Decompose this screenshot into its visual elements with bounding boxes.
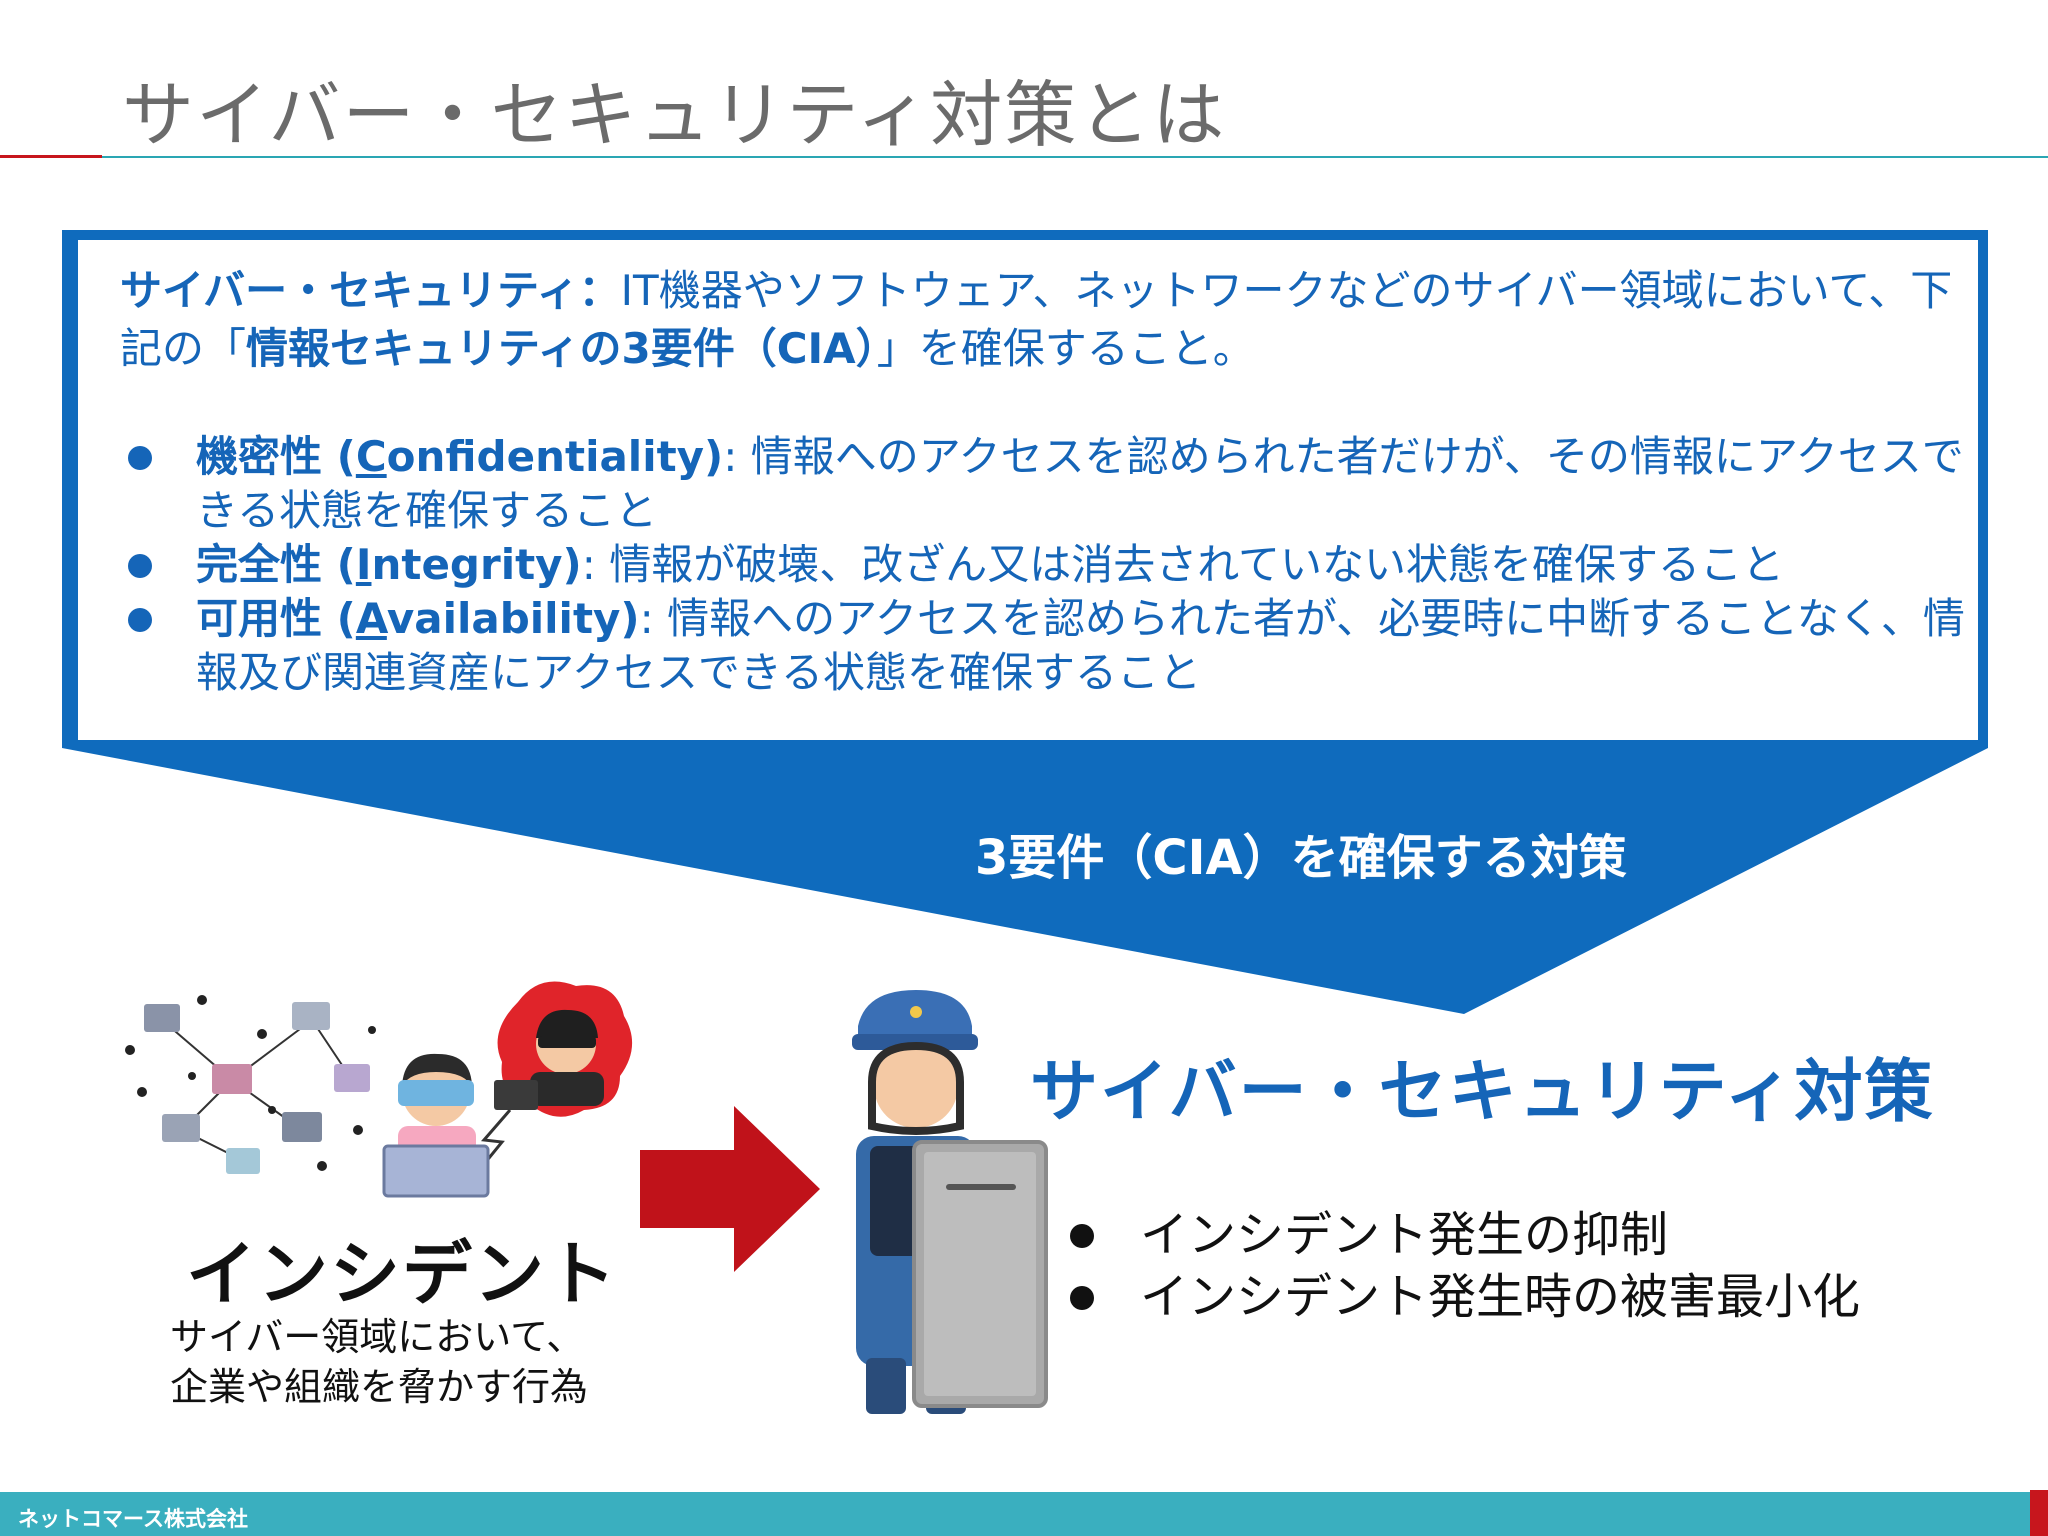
measures-list: インシデント発生の抑制 インシデント発生時の被害最小化 (1066, 1204, 1860, 1328)
cia-bullet-list: 機密性 (Confidentiality): 情報へのアクセスを認められた者だけ… (120, 430, 1970, 700)
measure-item: インシデント発生の抑制 (1066, 1204, 1860, 1266)
bullet-text: : 情報が破壊、改ざん又は消去されていない状態を確保すること (581, 540, 1785, 589)
definition-highlight: 情報セキュリティの3要件（CIA） (246, 324, 877, 373)
title-rule-accent (0, 155, 102, 158)
bullet-term: 完全性 (Integrity) (196, 540, 582, 589)
bullet-dot-icon (128, 446, 152, 470)
footer-bar (0, 1492, 2048, 1536)
security-guard-illustration (852, 990, 1048, 1414)
incident-description: サイバー領域において、 企業や組織を脅かす行為 (170, 1315, 589, 1409)
definition-box: サイバー・セキュリティ：IT機器やソフトウェア、ネットワークなどのサイバー領域に… (78, 240, 1978, 740)
definition-body-2: 」を確保すること。 (876, 324, 1255, 373)
incident-title: インシデント (186, 1233, 618, 1315)
measure-item: インシデント発生時の被害最小化 (1066, 1266, 1860, 1328)
bullet-dot-icon (128, 608, 152, 632)
network-virus-illustration (125, 995, 376, 1174)
bullet-text: : 情報へのアクセスを認められた者だけが、その情報にアクセスできる状態を確保する… (196, 432, 1964, 535)
bullet-dot-icon (128, 554, 152, 578)
measures-title: サイバー・セキュリティ対策 (1030, 1053, 1935, 1132)
bullet-text: : 情報へのアクセスを認められた者が、必要時に中断することなく、情報及び関連資産… (196, 594, 1965, 697)
bullet-term: 機密性 (Confidentiality) (196, 432, 724, 481)
bullet-term: 可用性 (Availability) (196, 594, 640, 643)
bullet-confidentiality: 機密性 (Confidentiality): 情報へのアクセスを認められた者だけ… (120, 430, 1970, 538)
bullet-availability: 可用性 (Availability): 情報へのアクセスを認められた者が、必要時… (120, 592, 1970, 700)
bullet-integrity: 完全性 (Integrity): 情報が破壊、改ざん又は消去されていない状態を確… (120, 538, 1970, 592)
page-title: サイバー・セキュリティ対策とは (122, 73, 1227, 157)
bullet-dot-icon (1070, 1224, 1094, 1248)
funnel-caption: 3要件（CIA）を確保する対策 (975, 830, 1627, 886)
footer-company-name: ネットコマース株式会社 (18, 1507, 248, 1531)
definition-term: サイバー・セキュリティ： (120, 266, 621, 315)
title-rule (102, 156, 2048, 158)
footer-accent (2030, 1490, 2048, 1536)
hacker-victim-illustration (382, 981, 633, 1198)
definition-body-1: IT機器やソフトウェア、ネットワークなどのサイバー領域において、下記の「 (120, 266, 1953, 373)
arrow-right-icon (640, 1106, 820, 1272)
definition-text: サイバー・セキュリティ：IT機器やソフトウェア、ネットワークなどのサイバー領域に… (120, 262, 1970, 378)
bullet-dot-icon (1070, 1286, 1094, 1310)
